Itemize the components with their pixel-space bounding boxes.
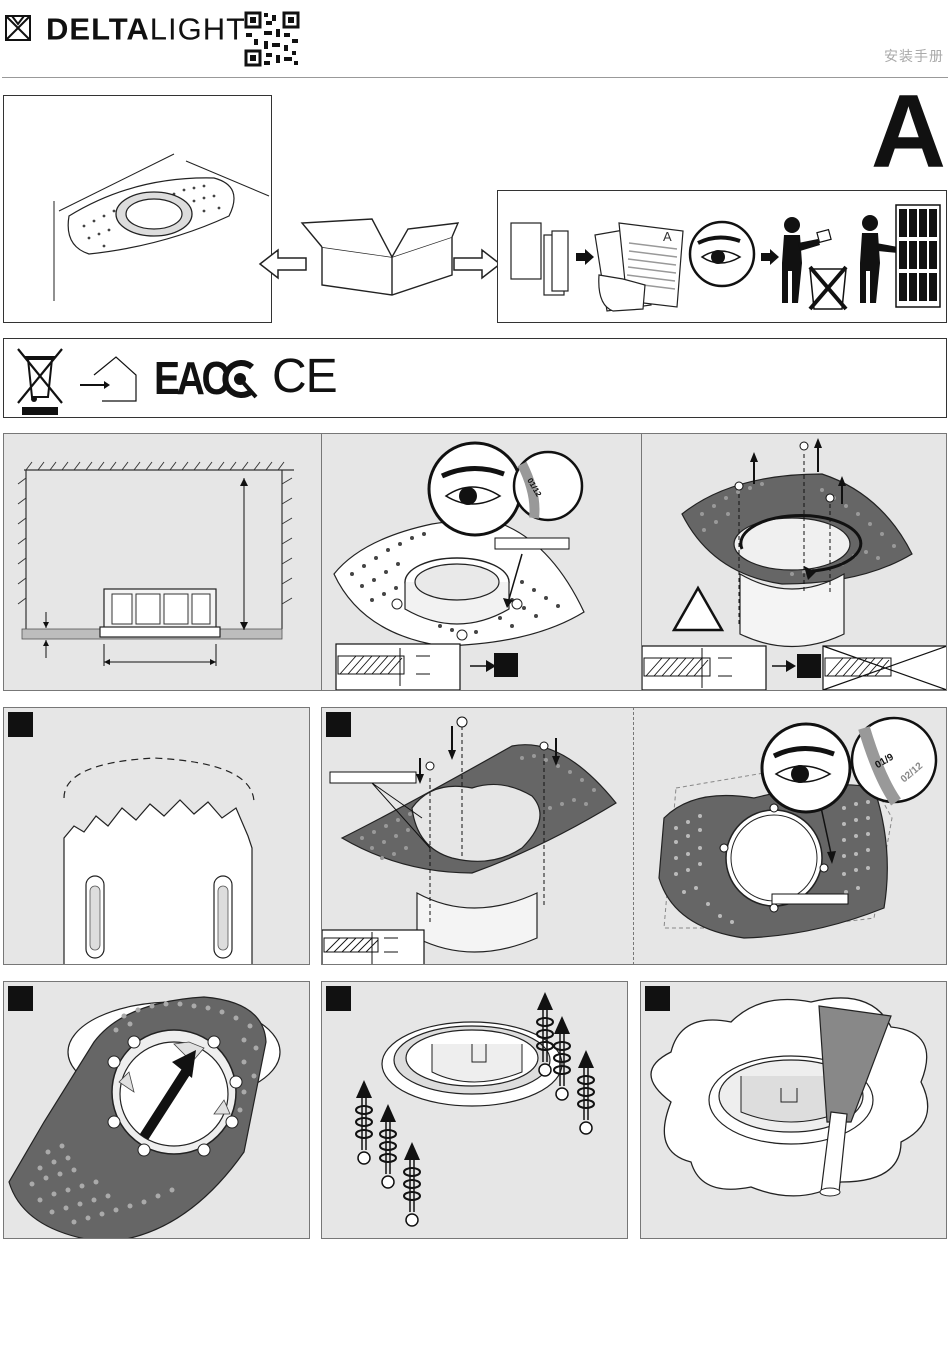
orientation-check-diagram: 01/9 02/12 — [634, 708, 947, 965]
eac-mark: EAC — [154, 355, 226, 401]
manual-letter: A — [663, 229, 672, 244]
screw-plate-diagram — [322, 708, 634, 965]
section-letter: A — [871, 80, 946, 184]
instructions-steps-frame: A — [497, 190, 947, 323]
brand-logo-icon — [4, 14, 44, 54]
cqc-mark-icon — [220, 357, 260, 401]
ce-mark: CE — [272, 353, 337, 401]
fixture-plate-illustration — [4, 96, 273, 324]
person-shelf-icon — [858, 203, 943, 313]
finish-spatula-diagram — [641, 982, 947, 1239]
product-overview-frame — [3, 95, 272, 323]
panel-hole-saw — [3, 707, 310, 965]
plaster-fill-diagram — [4, 982, 310, 1239]
brand-light: LIGHT — [150, 11, 246, 46]
panel-screw-fixing — [321, 981, 628, 1239]
panel-ring-alignment: 01/12 — [321, 433, 642, 691]
panel-finish-spatula — [640, 981, 947, 1239]
panel-plaster-fill — [3, 981, 310, 1239]
panel-rotate-plate — [641, 433, 947, 691]
screw-fixing-diagram — [322, 982, 628, 1239]
ring-plate-diagram: 01/12 — [322, 434, 642, 691]
step-arrow-icon — [575, 249, 595, 265]
eye-magnify-icon — [688, 219, 758, 289]
person-bin-icon — [780, 213, 860, 313]
panel-orientation-check: 01/9 02/12 — [633, 707, 947, 965]
rotate-plate-diagram — [642, 434, 947, 691]
open-box-icon — [300, 215, 460, 305]
certification-bar: EAC CE — [3, 338, 947, 418]
ceiling-cavity-diagram — [4, 434, 322, 691]
hole-saw-diagram — [4, 708, 310, 965]
brand-wordmark: DELTALIGHT® — [46, 9, 253, 46]
header-divider — [2, 77, 948, 78]
documents-icon — [508, 219, 578, 309]
step-arrow-icon-2 — [760, 249, 780, 265]
reading-manual-icon: A — [593, 215, 693, 315]
panel-ceiling-dimensions — [3, 433, 322, 691]
qr-code-icon[interactable] — [244, 11, 300, 67]
brand-bold: DELTA — [46, 11, 150, 46]
indoor-use-icon — [78, 353, 138, 403]
panel-screw-plate — [321, 707, 634, 965]
weee-bin-icon — [16, 345, 66, 415]
manual-title: 安装手册 — [884, 46, 944, 66]
